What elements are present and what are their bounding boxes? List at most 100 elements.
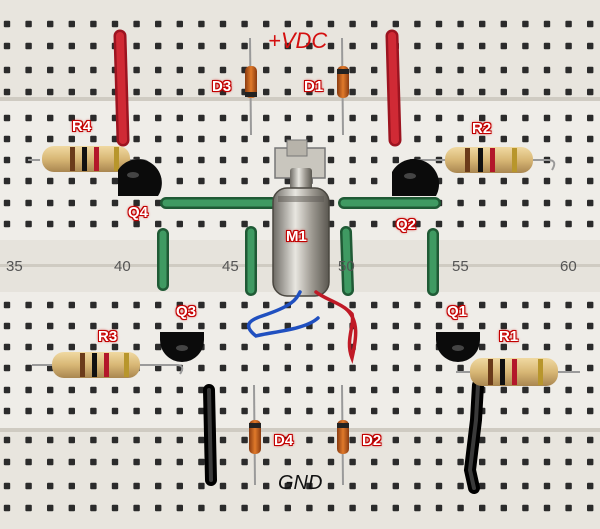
- breadboard-hole: [479, 343, 486, 351]
- breadboard-hole: [327, 66, 335, 74]
- breadboard-hole: [284, 20, 291, 28]
- breadboard-hole: [111, 482, 119, 490]
- breadboard-hole: [371, 220, 378, 228]
- breadboard-hole: [306, 66, 313, 74]
- breadboard-hole: [457, 458, 464, 466]
- breadboard-hole: [176, 42, 183, 50]
- breadboard-hole: [68, 343, 75, 351]
- label-q4: Q4: [128, 204, 149, 221]
- breadboard-hole: [457, 482, 464, 490]
- breadboard-hole: [392, 156, 399, 164]
- breadboard-hole: [47, 177, 54, 185]
- breadboard-hole: [25, 114, 32, 122]
- breadboard-hole: [565, 364, 572, 372]
- breadboard-hole: [522, 504, 529, 512]
- breadboard-hole: [587, 156, 594, 164]
- vibration-motor-m1: [272, 139, 330, 297]
- breadboard-hole: [155, 407, 162, 415]
- red-lead: [314, 290, 358, 365]
- breadboard-hole: [241, 504, 248, 512]
- breadboard-hole: [284, 88, 291, 96]
- breadboard-hole: [155, 343, 162, 351]
- vdc-label: +VDC: [268, 28, 328, 53]
- breadboard-hole: [133, 504, 140, 512]
- breadboard-hole: [219, 88, 227, 96]
- breadboard-hole: [435, 504, 443, 512]
- breadboard-hole: [414, 386, 421, 394]
- label-q3: Q3: [176, 303, 197, 320]
- breadboard-hole: [457, 114, 464, 122]
- breadboard-hole: [68, 135, 75, 143]
- breadboard-hole: [241, 407, 248, 415]
- breadboard-hole: [435, 135, 443, 143]
- label-d3: D3: [212, 78, 232, 95]
- breadboard-hole: [587, 458, 594, 466]
- breadboard-hole: [306, 135, 313, 143]
- breadboard-hole: [90, 199, 97, 207]
- breadboard-hole: [500, 386, 507, 394]
- breadboard-hole: [457, 199, 464, 207]
- breadboard-hole: [587, 301, 594, 309]
- breadboard-hole: [435, 482, 443, 490]
- breadboard-hole: [414, 135, 421, 143]
- breadboard-hole: [90, 343, 97, 351]
- breadboard-hole: [3, 114, 11, 122]
- breadboard-hole: [111, 458, 119, 466]
- breadboard-hole: [543, 20, 551, 28]
- breadboard-hole: [371, 343, 378, 351]
- breadboard-hole: [47, 482, 54, 490]
- breadboard-hole: [500, 20, 507, 28]
- breadboard-hole: [155, 135, 162, 143]
- breadboard-hole: [587, 386, 594, 394]
- breadboard-hole: [522, 436, 529, 444]
- breadboard-hole: [25, 135, 32, 143]
- breadboard-hole: [3, 301, 11, 309]
- breadboard-hole: [111, 20, 119, 28]
- breadboard-hole: [3, 436, 11, 444]
- breadboard-hole: [479, 322, 486, 330]
- breadboard-hole: [68, 504, 75, 512]
- breadboard-hole: [479, 135, 486, 143]
- breadboard-hole: [241, 135, 248, 143]
- breadboard-hole: [500, 504, 507, 512]
- breadboard-hole: [47, 386, 54, 394]
- breadboard-hole: [176, 156, 183, 164]
- breadboard-hole: [241, 322, 248, 330]
- breadboard-hole: [500, 114, 507, 122]
- breadboard-hole: [47, 364, 54, 372]
- breadboard-hole: [392, 407, 399, 415]
- breadboard-hole: [587, 135, 594, 143]
- breadboard-hole: [176, 458, 183, 466]
- breadboard-hole: [219, 322, 227, 330]
- label-d4: D4: [274, 432, 294, 449]
- breadboard-hole: [500, 220, 507, 228]
- breadboard-hole: [349, 88, 356, 96]
- breadboard-hole: [155, 66, 162, 74]
- breadboard-hole: [263, 20, 270, 28]
- breadboard-hole: [371, 135, 378, 143]
- breadboard-hole: [176, 301, 183, 309]
- breadboard-hole: [155, 386, 162, 394]
- breadboard-hole: [25, 220, 32, 228]
- breadboard-hole: [155, 482, 162, 490]
- breadboard-hole: [3, 482, 11, 490]
- breadboard-hole: [565, 504, 572, 512]
- breadboard-hole: [133, 386, 140, 394]
- breadboard-hole: [522, 199, 529, 207]
- breadboard-hole: [241, 114, 248, 122]
- breadboard-hole: [241, 343, 248, 351]
- breadboard-hole: [68, 114, 75, 122]
- breadboard-hole: [371, 42, 378, 50]
- breadboard-hole: [111, 301, 119, 309]
- breadboard-hole: [327, 177, 335, 185]
- breadboard-hole: [457, 386, 464, 394]
- breadboard-hole: [349, 220, 356, 228]
- breadboard-hole: [349, 482, 356, 490]
- breadboard-hole: [219, 220, 227, 228]
- breadboard-hole: [47, 458, 54, 466]
- breadboard-hole: [68, 20, 75, 28]
- breadboard-hole: [565, 301, 572, 309]
- breadboard-hole: [68, 482, 75, 490]
- breadboard-hole: [500, 407, 507, 415]
- breadboard-hole: [306, 386, 313, 394]
